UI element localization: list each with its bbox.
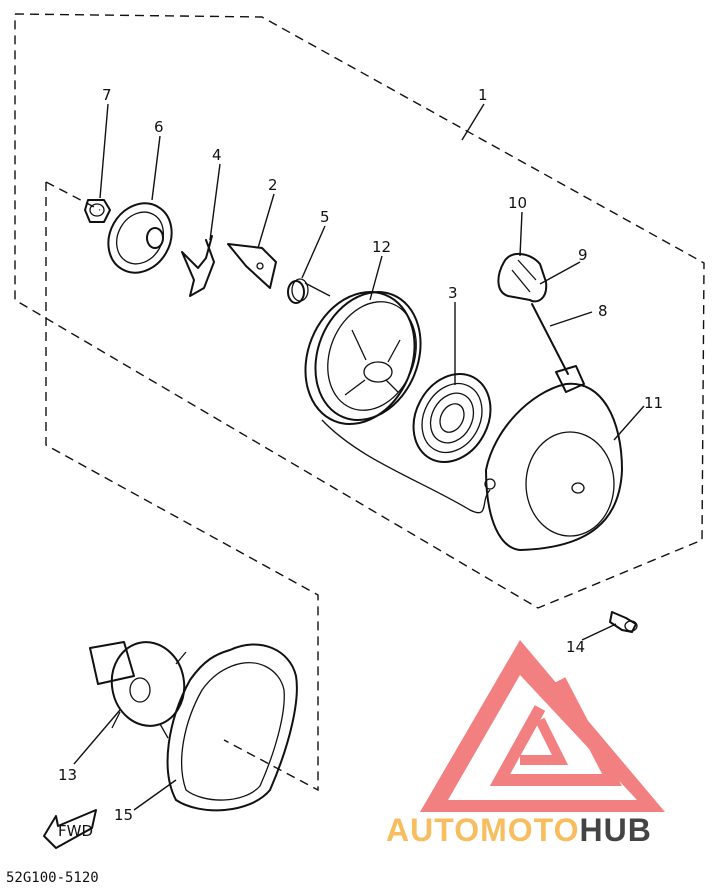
part-15-gasket	[166, 643, 298, 812]
pawl-hole	[256, 262, 264, 270]
part-7-nut	[84, 199, 111, 223]
assembly-outline	[14, 13, 705, 609]
outline-link	[45, 181, 101, 211]
watermark-logo	[420, 640, 665, 812]
callout-2: 2	[268, 176, 278, 194]
fwd-arrow: FWD	[43, 809, 97, 849]
callout-3: 3	[448, 284, 458, 302]
callout-14: 14	[566, 638, 585, 656]
watermark-text-part1: AUTOMOTO	[386, 812, 580, 848]
callout-12: 12	[372, 238, 391, 256]
leader-lines	[73, 103, 645, 811]
part-10-handle	[497, 253, 548, 303]
callout-15: 15	[114, 806, 133, 824]
watermark-text-part2: HUB	[579, 812, 652, 848]
callout-7: 7	[102, 86, 112, 104]
part-2-pawl	[227, 243, 277, 289]
gasket-outline	[45, 182, 319, 792]
part-11-case	[484, 365, 623, 551]
callout-6: 6	[154, 118, 164, 136]
callout-10: 10	[508, 194, 527, 212]
callout-13: 13	[58, 766, 77, 784]
diagram-code: 52G100-5120	[6, 870, 99, 886]
part-5-spring	[287, 278, 331, 304]
fwd-label: FWD	[58, 822, 93, 840]
callout-4: 4	[212, 146, 222, 164]
part-14-screw	[609, 611, 638, 633]
callout-11: 11	[644, 394, 663, 412]
part-6-plate	[107, 202, 173, 274]
watermark-text: AUTOMOTOHUB	[386, 812, 652, 849]
part-8-rope	[531, 303, 569, 375]
callout-5: 5	[320, 208, 330, 226]
callout-9: 9	[578, 246, 588, 264]
part-13-drive-plate	[89, 641, 187, 739]
callout-1: 1	[478, 86, 488, 104]
part-4-spring-clip	[181, 235, 215, 297]
callout-8: 8	[598, 302, 608, 320]
part-3-coil-spring	[412, 373, 492, 463]
part-12-pulley	[304, 291, 491, 514]
